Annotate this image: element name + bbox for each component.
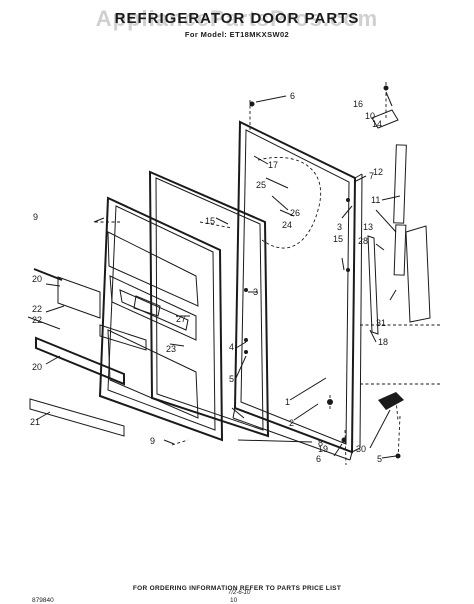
callout-label: 15: [205, 216, 215, 226]
callout-label: 7: [369, 171, 374, 181]
callout-label: 9: [33, 212, 38, 222]
callout-label: 5: [377, 454, 382, 464]
door-shelf-parts: [27, 268, 147, 437]
callout-label: 5: [229, 374, 234, 384]
drawing-code: 879840: [32, 597, 54, 604]
callout-label: 15: [333, 234, 343, 244]
callout-label: 2: [289, 418, 294, 428]
callout-label: 30: [356, 444, 366, 454]
callout-label: 21: [30, 417, 40, 427]
callout-label: 31: [376, 318, 386, 328]
callout-label: 25: [256, 180, 266, 190]
page-number: 10: [230, 597, 238, 604]
revision-date: 7/2-6-10: [228, 590, 251, 596]
callout-label: 18: [378, 337, 388, 347]
door-gasket: [148, 170, 270, 438]
callout-label: 23: [166, 344, 176, 354]
callout-label: 4: [229, 342, 234, 352]
callout-label: 12: [373, 167, 383, 177]
callout-label: 19: [318, 444, 328, 454]
callout-label: 6: [290, 91, 295, 101]
callout-label: 20: [32, 274, 42, 284]
hinge-and-bracket-parts: [95, 82, 440, 466]
callout-label: 9: [150, 436, 155, 446]
leader-lines: [35, 91, 401, 459]
watermark: AppliancePartsPros.com: [95, 6, 379, 31]
callout-label: 3: [337, 222, 342, 232]
ordering-note: FOR ORDERING INFORMATION REFER TO PARTS …: [132, 585, 342, 592]
model-line: For Model: ET18MKXSW02: [184, 30, 290, 39]
inner-door-liner: [98, 196, 224, 442]
callout-label: 26: [290, 208, 300, 218]
callout-label: 17: [268, 160, 278, 170]
callout-label: 6: [316, 454, 321, 464]
callout-label: 24: [282, 220, 292, 230]
diagram-title: REFRIGERATOR DOOR PARTS: [114, 10, 360, 27]
callout-label: 22: [32, 315, 42, 325]
callout-label: 14: [372, 119, 382, 129]
outer-door-panel: [232, 120, 363, 461]
callout-label: 3: [253, 287, 258, 297]
callout-label: 27: [176, 314, 186, 324]
callout-label: 28: [358, 236, 368, 246]
callout-label: 20: [32, 362, 42, 372]
callout-label: 10: [365, 111, 375, 121]
callout-label: 16: [353, 99, 363, 109]
callout-label: 1: [285, 397, 290, 407]
callout-label: 8: [318, 438, 323, 448]
callout-label: 22: [32, 304, 42, 314]
callout-label: 13: [363, 222, 373, 232]
callout-label: 11: [371, 195, 380, 205]
callout-labels: 1 2 3 3 4 5 5 6 6 7 8 9 9 10 11 12 13 14…: [30, 91, 388, 464]
